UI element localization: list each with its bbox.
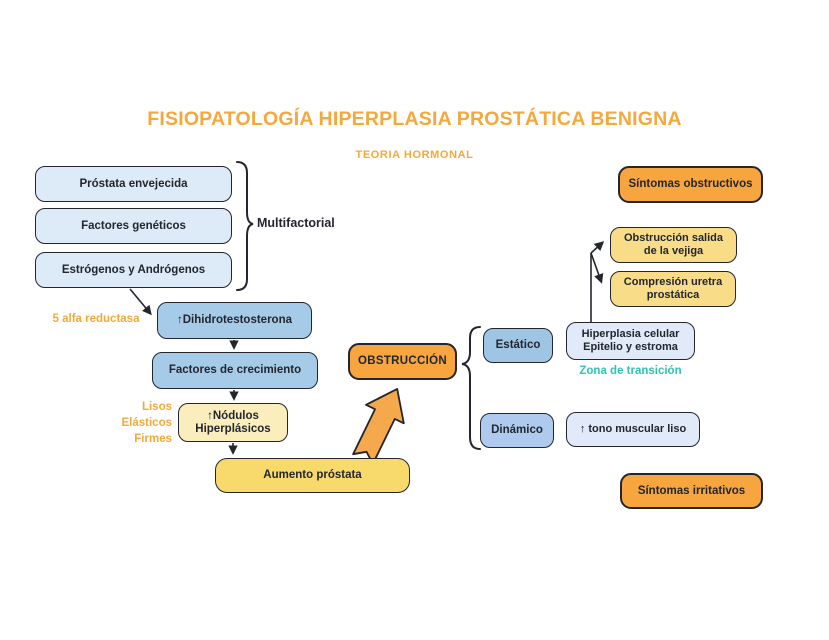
trait-elasticos: Elásticos xyxy=(121,417,173,429)
enzyme-label: 5 alfa reductasa xyxy=(52,313,140,325)
node-label: Próstata envejecida xyxy=(79,177,188,190)
node-label: Factores genéticos xyxy=(81,219,186,232)
node-label: ↑Dihidrotestosterona xyxy=(176,314,292,326)
node-label-line2: de la vejiga xyxy=(643,245,704,257)
node-obstruction: OBSTRUCCIÓN xyxy=(348,343,457,380)
node-dynamic-component: Dinámico xyxy=(480,413,554,448)
node-label: Estrógenos y Andrógenos xyxy=(61,263,206,276)
node-label: Dinámico xyxy=(491,424,543,436)
node-hyperplastic-nodules: ↑Nódulos Hiperplásicos xyxy=(178,403,288,442)
arrow-to-bladder-outlet xyxy=(590,241,605,254)
node-label: ↑ tono muscular liso xyxy=(579,423,687,435)
arrow-estrogens-to-dht xyxy=(129,288,152,316)
node-dht: ↑Dihidrotestosterona xyxy=(157,302,312,339)
multifactorial-label: Multifactorial xyxy=(257,216,335,230)
node-label-line1: Obstrucción salida xyxy=(623,232,724,244)
node-irritative-symptoms: Síntomas irritativos xyxy=(620,473,763,509)
page-subtitle: TEORIA HORMONAL xyxy=(355,149,474,161)
node-label: Síntomas irritativos xyxy=(637,484,746,497)
nodule-traits-label: Lisos Elásticos Firmes xyxy=(116,399,173,447)
node-label: Estático xyxy=(495,339,541,351)
node-cellular-hyperplasia: Hiperplasia celular Epitelio y estroma xyxy=(566,322,695,360)
node-bladder-outlet-obstruction: Obstrucción salida de la vejiga xyxy=(610,227,737,263)
node-growth-factors: Factores de crecimiento xyxy=(152,352,318,389)
node-aged-prostate: Próstata envejecida xyxy=(35,166,232,202)
node-label-line2: Epitelio y estroma xyxy=(583,341,678,353)
multifactorial-brace xyxy=(236,161,254,291)
node-label: OBSTRUCCIÓN xyxy=(358,355,447,367)
node-prostate-enlargement: Aumento próstata xyxy=(215,458,410,493)
trait-lisos: Lisos xyxy=(141,401,172,413)
arrow-to-urethra-compression xyxy=(590,252,604,284)
node-label-line1: Hiperplasia celular xyxy=(581,328,680,340)
transition-zone-label: Zona de transición xyxy=(579,365,682,377)
node-smooth-muscle-tone: ↑ tono muscular liso xyxy=(566,412,700,447)
page-title: FISIOPATOLOGÍA HIPERPLASIA PROSTÁTICA BE… xyxy=(147,108,682,130)
node-label: Aumento próstata xyxy=(263,469,362,481)
node-label: Síntomas obstructivos xyxy=(628,178,753,190)
big-up-arrow xyxy=(352,387,405,465)
node-obstructive-symptoms: Síntomas obstructivos xyxy=(618,166,763,203)
node-label-line2: Hiperplásicos xyxy=(195,422,271,435)
node-estrogens-androgens: Estrógenos y Andrógenos xyxy=(35,252,232,288)
node-label-line2: prostática xyxy=(646,289,700,301)
node-urethra-compression: Compresión uretra prostática xyxy=(610,271,736,307)
node-static-component: Estático xyxy=(483,328,553,363)
node-genetic-factors: Factores genéticos xyxy=(35,208,232,244)
obstruction-split-brace xyxy=(461,326,481,450)
node-label: Factores de crecimiento xyxy=(168,364,302,376)
node-label-line1: Compresión uretra xyxy=(623,276,723,288)
node-label-line1: ↑Nódulos xyxy=(207,409,259,422)
trait-firmes: Firmes xyxy=(134,433,172,445)
